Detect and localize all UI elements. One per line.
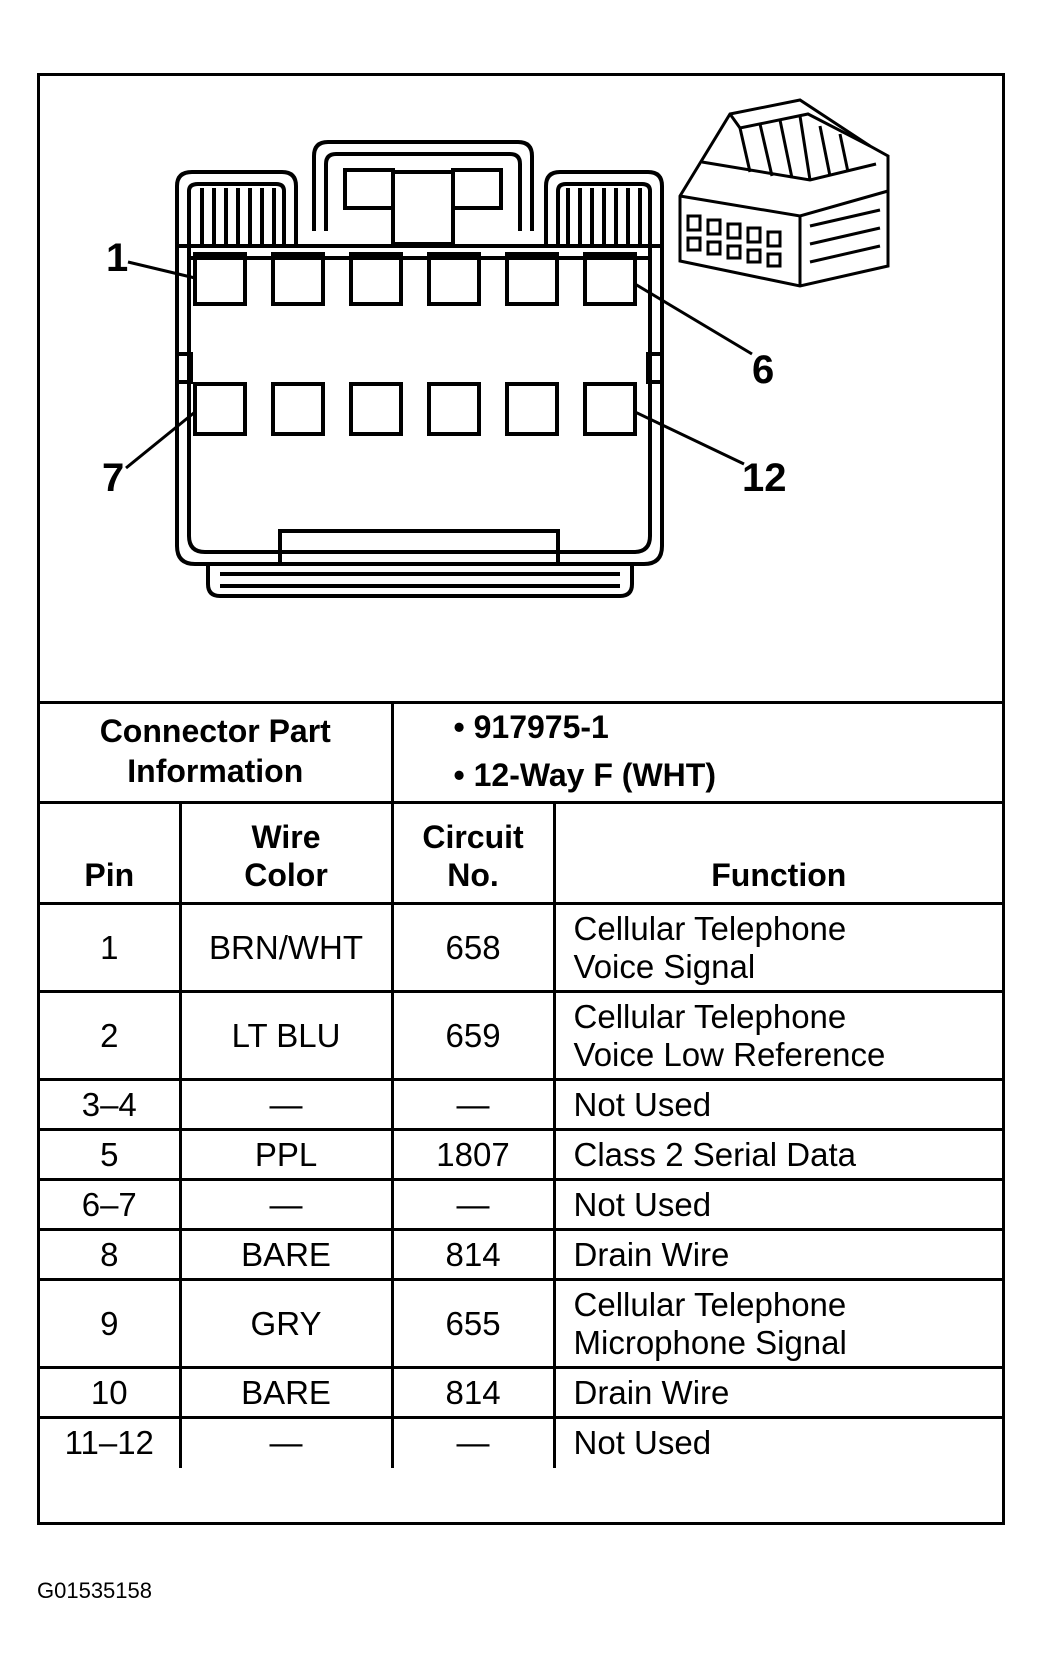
table-row: 6–7 — — Not Used — [40, 1178, 1003, 1231]
pin-label-12: 12 — [742, 456, 787, 500]
connector-diagram: 1 6 7 12 — [40, 76, 1002, 704]
pin-label-1: 1 — [106, 236, 129, 280]
table-row: 10 BARE 814 Drain Wire — [40, 1366, 1003, 1419]
connector-table: Connector Part Information • 917975-1 • … — [40, 701, 1003, 1468]
header-circuit-no: Circuit No. — [390, 801, 556, 905]
table-row: 8 BARE 814 Drain Wire — [40, 1228, 1003, 1281]
diagram-frame: 1 6 7 12 Connector Part Information • 91… — [37, 73, 1005, 1525]
table-row: 3–4 — — Not Used — [40, 1078, 1003, 1131]
header-function: Function — [552, 801, 1003, 905]
table-row: 5 PPL 1807 Class 2 Serial Data — [40, 1128, 1003, 1181]
connector-info-title: Connector Part Information — [40, 701, 394, 804]
connector-type: • 12-Way F (WHT) — [453, 757, 716, 793]
header-row: Pin Wire Color Circuit No. Function — [40, 801, 1003, 905]
pin-label-6: 6 — [752, 348, 775, 392]
figure-code: G01535158 — [37, 1578, 152, 1603]
pin-label-7: 7 — [102, 456, 125, 500]
connector-face-drawing — [125, 98, 890, 598]
table-row: 11–12 — — Not Used — [40, 1416, 1003, 1468]
connector-info-list: • 917975-1 • 12-Way F (WHT) — [390, 701, 1003, 804]
header-pin: Pin — [40, 801, 182, 905]
header-wire-color: Wire Color — [178, 801, 394, 905]
connector-part-number: • 917975-1 — [453, 709, 609, 745]
connector-info-row: Connector Part Information • 917975-1 • … — [40, 701, 1003, 804]
